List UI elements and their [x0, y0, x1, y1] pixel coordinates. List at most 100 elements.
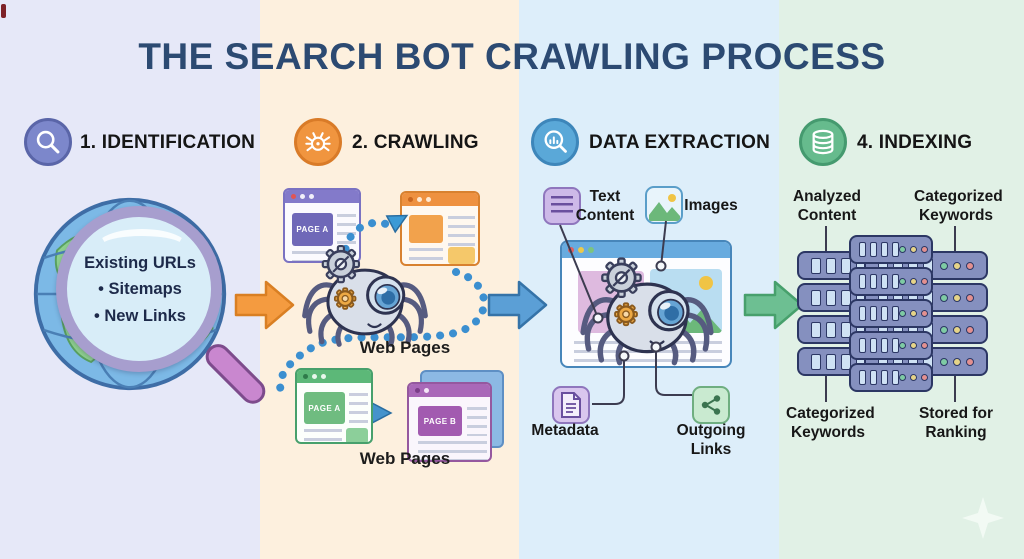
metadata-icon: [552, 386, 590, 424]
arrow-right-icon: [743, 280, 804, 330]
browser-window-page-a-bottom: PAGE A: [295, 368, 373, 444]
server-status-lights: [940, 325, 974, 334]
server-slot: [881, 370, 888, 385]
server-unit: [849, 235, 933, 264]
spider-icon: [305, 132, 331, 152]
page-b-badge: PAGE B: [418, 406, 462, 436]
server-slot: [826, 353, 836, 370]
window-dot: [424, 388, 429, 393]
robot-spider-illustration: [296, 240, 434, 352]
label-connector: [825, 370, 827, 402]
server-unit: [849, 363, 933, 392]
status-light: [910, 342, 917, 349]
server-slots: [859, 242, 899, 257]
server-slots: [859, 274, 899, 289]
server-slot: [892, 306, 899, 321]
server-slot: [859, 242, 866, 257]
text-lines: [418, 441, 487, 460]
step2-label: 2. CRAWLING: [352, 132, 479, 153]
lens-gloss: [97, 229, 187, 263]
status-light: [910, 278, 917, 285]
status-light: [899, 278, 906, 285]
status-light: [953, 261, 961, 270]
server-status-lights: [899, 278, 928, 285]
status-light: [899, 342, 906, 349]
text-lines: [349, 393, 368, 424]
page-a-badge: PAGE A: [304, 392, 345, 424]
server-slots: [859, 370, 899, 385]
text-lines: [292, 251, 356, 261]
server-slots: [859, 338, 899, 353]
server-slot: [811, 257, 821, 274]
window-dot: [300, 194, 305, 199]
step2-badge: [294, 118, 342, 166]
database-icon: [812, 129, 834, 155]
server-status-lights: [899, 310, 928, 317]
status-light: [921, 374, 928, 381]
text-lines-glyph: [551, 196, 573, 216]
outgoing-links-icon: [692, 386, 730, 424]
label-connector: [954, 226, 956, 254]
server-slot: [811, 353, 821, 370]
chart-magnifier-icon: [544, 130, 567, 153]
status-light: [921, 342, 928, 349]
server-slot: [892, 370, 899, 385]
server-slot: [892, 338, 899, 353]
categorized-keywords-top-label: Categorized Keywords: [914, 188, 1003, 224]
image-glyph: [648, 193, 680, 221]
text-lines: [448, 216, 475, 246]
content-block: [448, 247, 475, 264]
step1-badge: [24, 118, 72, 166]
server-slot: [881, 306, 888, 321]
server-slot: [859, 338, 866, 353]
page-a-badge: PAGE A: [292, 213, 333, 246]
images-icon: [645, 186, 683, 224]
server-slot: [811, 289, 821, 306]
status-light: [940, 293, 948, 302]
server-slot: [881, 274, 888, 289]
document-glyph: [561, 392, 581, 418]
server-unit: [849, 299, 933, 328]
text-lines: [304, 429, 342, 442]
status-light: [921, 246, 928, 253]
page-title: THE SEARCH BOT CRAWLING PROCESS: [138, 36, 886, 77]
server-slot: [841, 257, 851, 274]
status-light: [966, 325, 974, 334]
text-lines: [467, 407, 487, 436]
magnifying-glass-lens: [56, 206, 222, 372]
step3-label: DATA EXTRACTION: [589, 132, 771, 153]
server-slot: [841, 353, 851, 370]
content-block: [409, 215, 443, 243]
status-light: [966, 357, 974, 366]
edge-artifact: [1, 4, 6, 18]
server-status-lights: [899, 342, 928, 349]
status-light: [899, 310, 906, 317]
step4-badge: [799, 118, 847, 166]
label-connector: [954, 370, 956, 402]
server-status-lights: [899, 374, 928, 381]
window-dot: [588, 247, 594, 253]
window-dot: [321, 374, 326, 379]
window-dot: [312, 374, 317, 379]
server-slot: [870, 370, 877, 385]
content-block: [346, 428, 368, 442]
server-slot: [870, 306, 877, 321]
window-dot: [408, 197, 413, 202]
lens-text: Existing URLs • Sitemaps • New Links: [84, 254, 196, 325]
analyzed-content-label: Analyzed Content: [792, 188, 862, 224]
status-light: [966, 293, 974, 302]
extraction-connectors: [559, 220, 692, 405]
step3-badge: [531, 118, 579, 166]
status-light: [910, 374, 917, 381]
arrow-right-icon: [234, 280, 295, 330]
status-light: [953, 293, 961, 302]
web-pages-label-bottom: Web Pages: [359, 449, 451, 468]
status-light: [953, 325, 961, 334]
status-light: [910, 246, 917, 253]
arrow-right-icon: [487, 280, 548, 330]
status-light: [940, 261, 948, 270]
window-dot: [303, 374, 308, 379]
status-light: [899, 246, 906, 253]
server-slot: [892, 242, 899, 257]
